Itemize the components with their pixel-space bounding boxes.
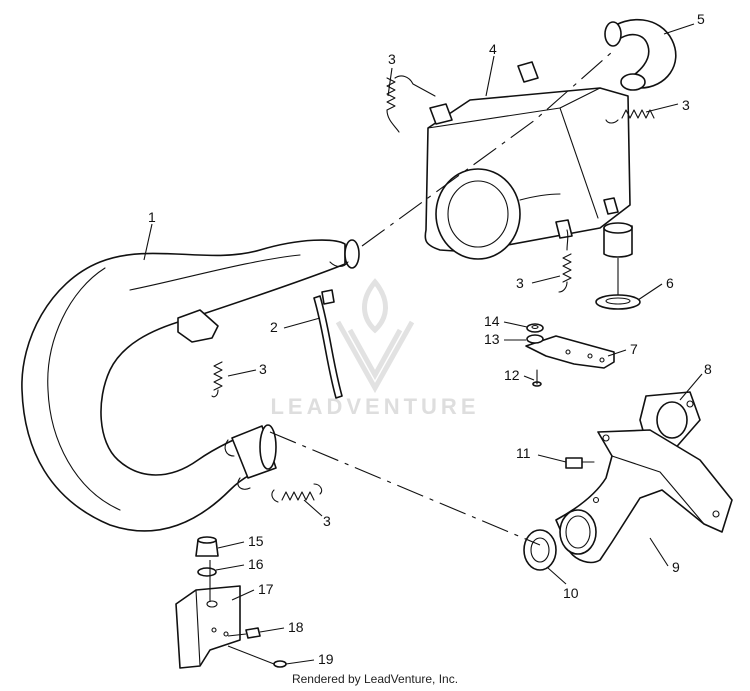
callout-labels: 1 2 3 3 3 3 3 4 5 6 7 8 9 10 11 12 13 14…	[148, 11, 712, 667]
spring-3	[558, 229, 572, 293]
bracket-nut	[273, 660, 287, 668]
callout-17: 17	[258, 581, 274, 597]
callout-8: 8	[704, 361, 712, 377]
callout-15: 15	[248, 533, 264, 549]
assembly-line-nut	[227, 645, 275, 665]
y-pipe-manifold	[555, 429, 733, 564]
leader-lines	[143, 23, 703, 665]
rubber-bumper	[195, 536, 219, 557]
callout-10: 10	[563, 585, 579, 601]
spring-2	[605, 109, 655, 124]
bracket-plate	[525, 335, 615, 369]
grommet	[595, 294, 641, 310]
spring-5	[271, 483, 323, 503]
assembly-line-bolt	[227, 633, 247, 637]
callout-5: 5	[697, 11, 705, 27]
callout-3d: 3	[259, 361, 267, 377]
callout-16: 16	[248, 556, 264, 572]
callout-12: 12	[504, 367, 520, 383]
elbow-tube	[604, 18, 677, 91]
callout-1: 1	[148, 209, 156, 225]
callout-4: 4	[489, 41, 497, 57]
stud-bolt	[565, 457, 595, 469]
airbox-silencer	[424, 61, 633, 260]
watermark-text: LEADVENTURE	[270, 394, 479, 419]
callout-19: 19	[318, 651, 334, 667]
watermark: LEADVENTURE	[270, 278, 479, 419]
callout-6: 6	[666, 275, 674, 291]
assembly-line-lower	[269, 431, 541, 546]
assembly-line-upper	[361, 51, 613, 247]
callout-18: 18	[288, 619, 304, 635]
bolt	[532, 369, 542, 387]
callout-14: 14	[484, 313, 500, 329]
callout-3a: 3	[388, 51, 396, 67]
mount-bracket	[175, 585, 241, 669]
callout-3e: 3	[323, 513, 331, 529]
callout-3b: 3	[682, 97, 690, 113]
bracket-bolt	[245, 627, 261, 639]
strap	[313, 289, 343, 399]
nut	[526, 323, 544, 333]
callout-11: 11	[516, 445, 531, 461]
expansion-chamber	[21, 239, 360, 532]
washer	[526, 334, 544, 344]
footer-credit: Rendered by LeadVenture, Inc.	[291, 672, 459, 686]
spring-1	[386, 75, 436, 133]
callout-7: 7	[630, 341, 638, 357]
watermark-flame-icon	[335, 278, 415, 394]
callout-2: 2	[270, 319, 278, 335]
callout-9: 9	[672, 559, 680, 575]
gasket-ring	[523, 529, 557, 571]
bumper-washer	[197, 567, 217, 577]
callout-3c: 3	[516, 275, 524, 291]
callout-13: 13	[484, 331, 500, 347]
spring-4	[211, 361, 223, 398]
